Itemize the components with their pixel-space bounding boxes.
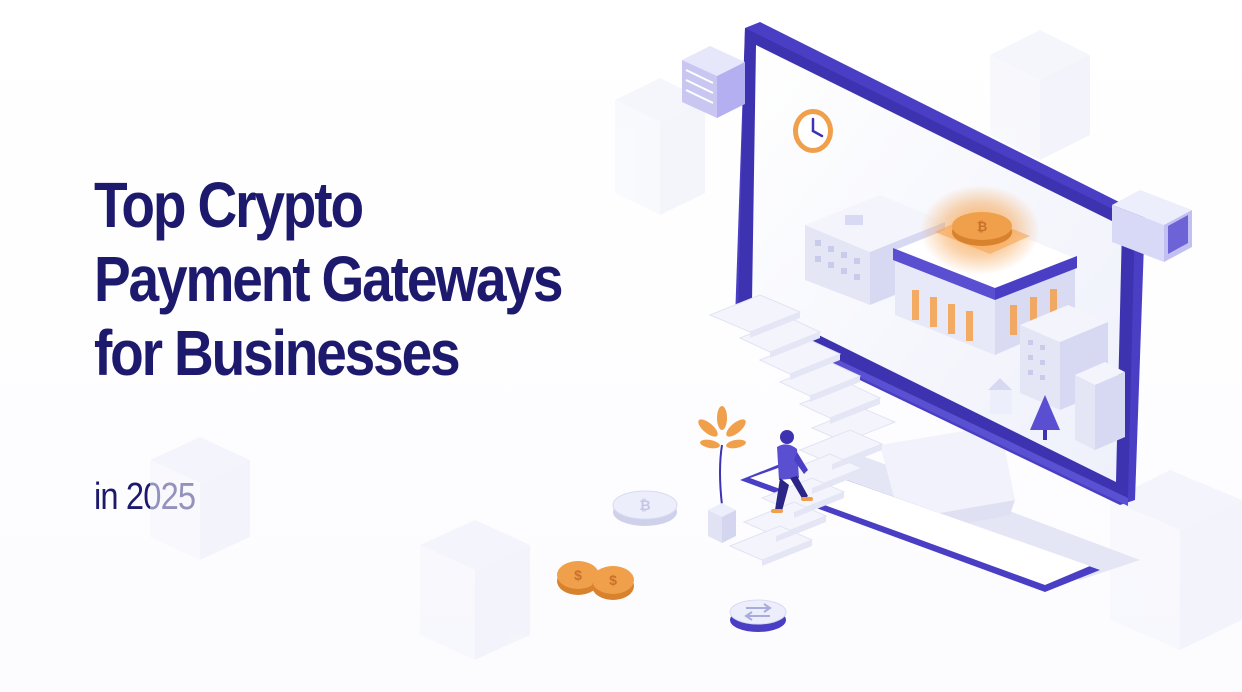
headline-line-3: for Businesses (94, 317, 461, 389)
hollow-cube-icon (1112, 190, 1192, 262)
bg-cube-5 (1110, 470, 1242, 650)
server-icon (682, 46, 745, 118)
bg-cube-4 (420, 520, 530, 660)
bg-cube-2 (615, 78, 705, 215)
svg-text:₿: ₿ (977, 219, 988, 234)
bitcoin-coin-silver: ₿ (612, 490, 678, 526)
plant-icon (698, 406, 746, 543)
bitcoin-icon: ₿ (639, 497, 650, 513)
building-right (1020, 305, 1125, 450)
dollar-coin-icon: $ $ (557, 561, 634, 600)
tree-icon (1030, 395, 1060, 440)
svg-text:$: $ (609, 572, 617, 588)
monitor-base (800, 425, 1140, 580)
headline-line-1: Top Crypto (94, 169, 364, 241)
clock-icon (793, 109, 833, 153)
headline: Top Crypto Payment Gateways for Business… (94, 168, 694, 390)
bg-cube-3 (150, 437, 250, 560)
person-icon (771, 430, 813, 513)
background-cubes (150, 30, 1242, 660)
svg-text:$: $ (574, 567, 582, 583)
transfer-arrows-icon (729, 599, 787, 632)
headline-line-2: Payment Gateways (94, 243, 563, 315)
bank-building (893, 218, 1077, 355)
house-icon (988, 378, 1012, 414)
bitcoin-icon: ₿ (952, 212, 1012, 246)
bg-cube-1 (990, 30, 1090, 160)
city-buildings: ₿ (805, 185, 1125, 450)
